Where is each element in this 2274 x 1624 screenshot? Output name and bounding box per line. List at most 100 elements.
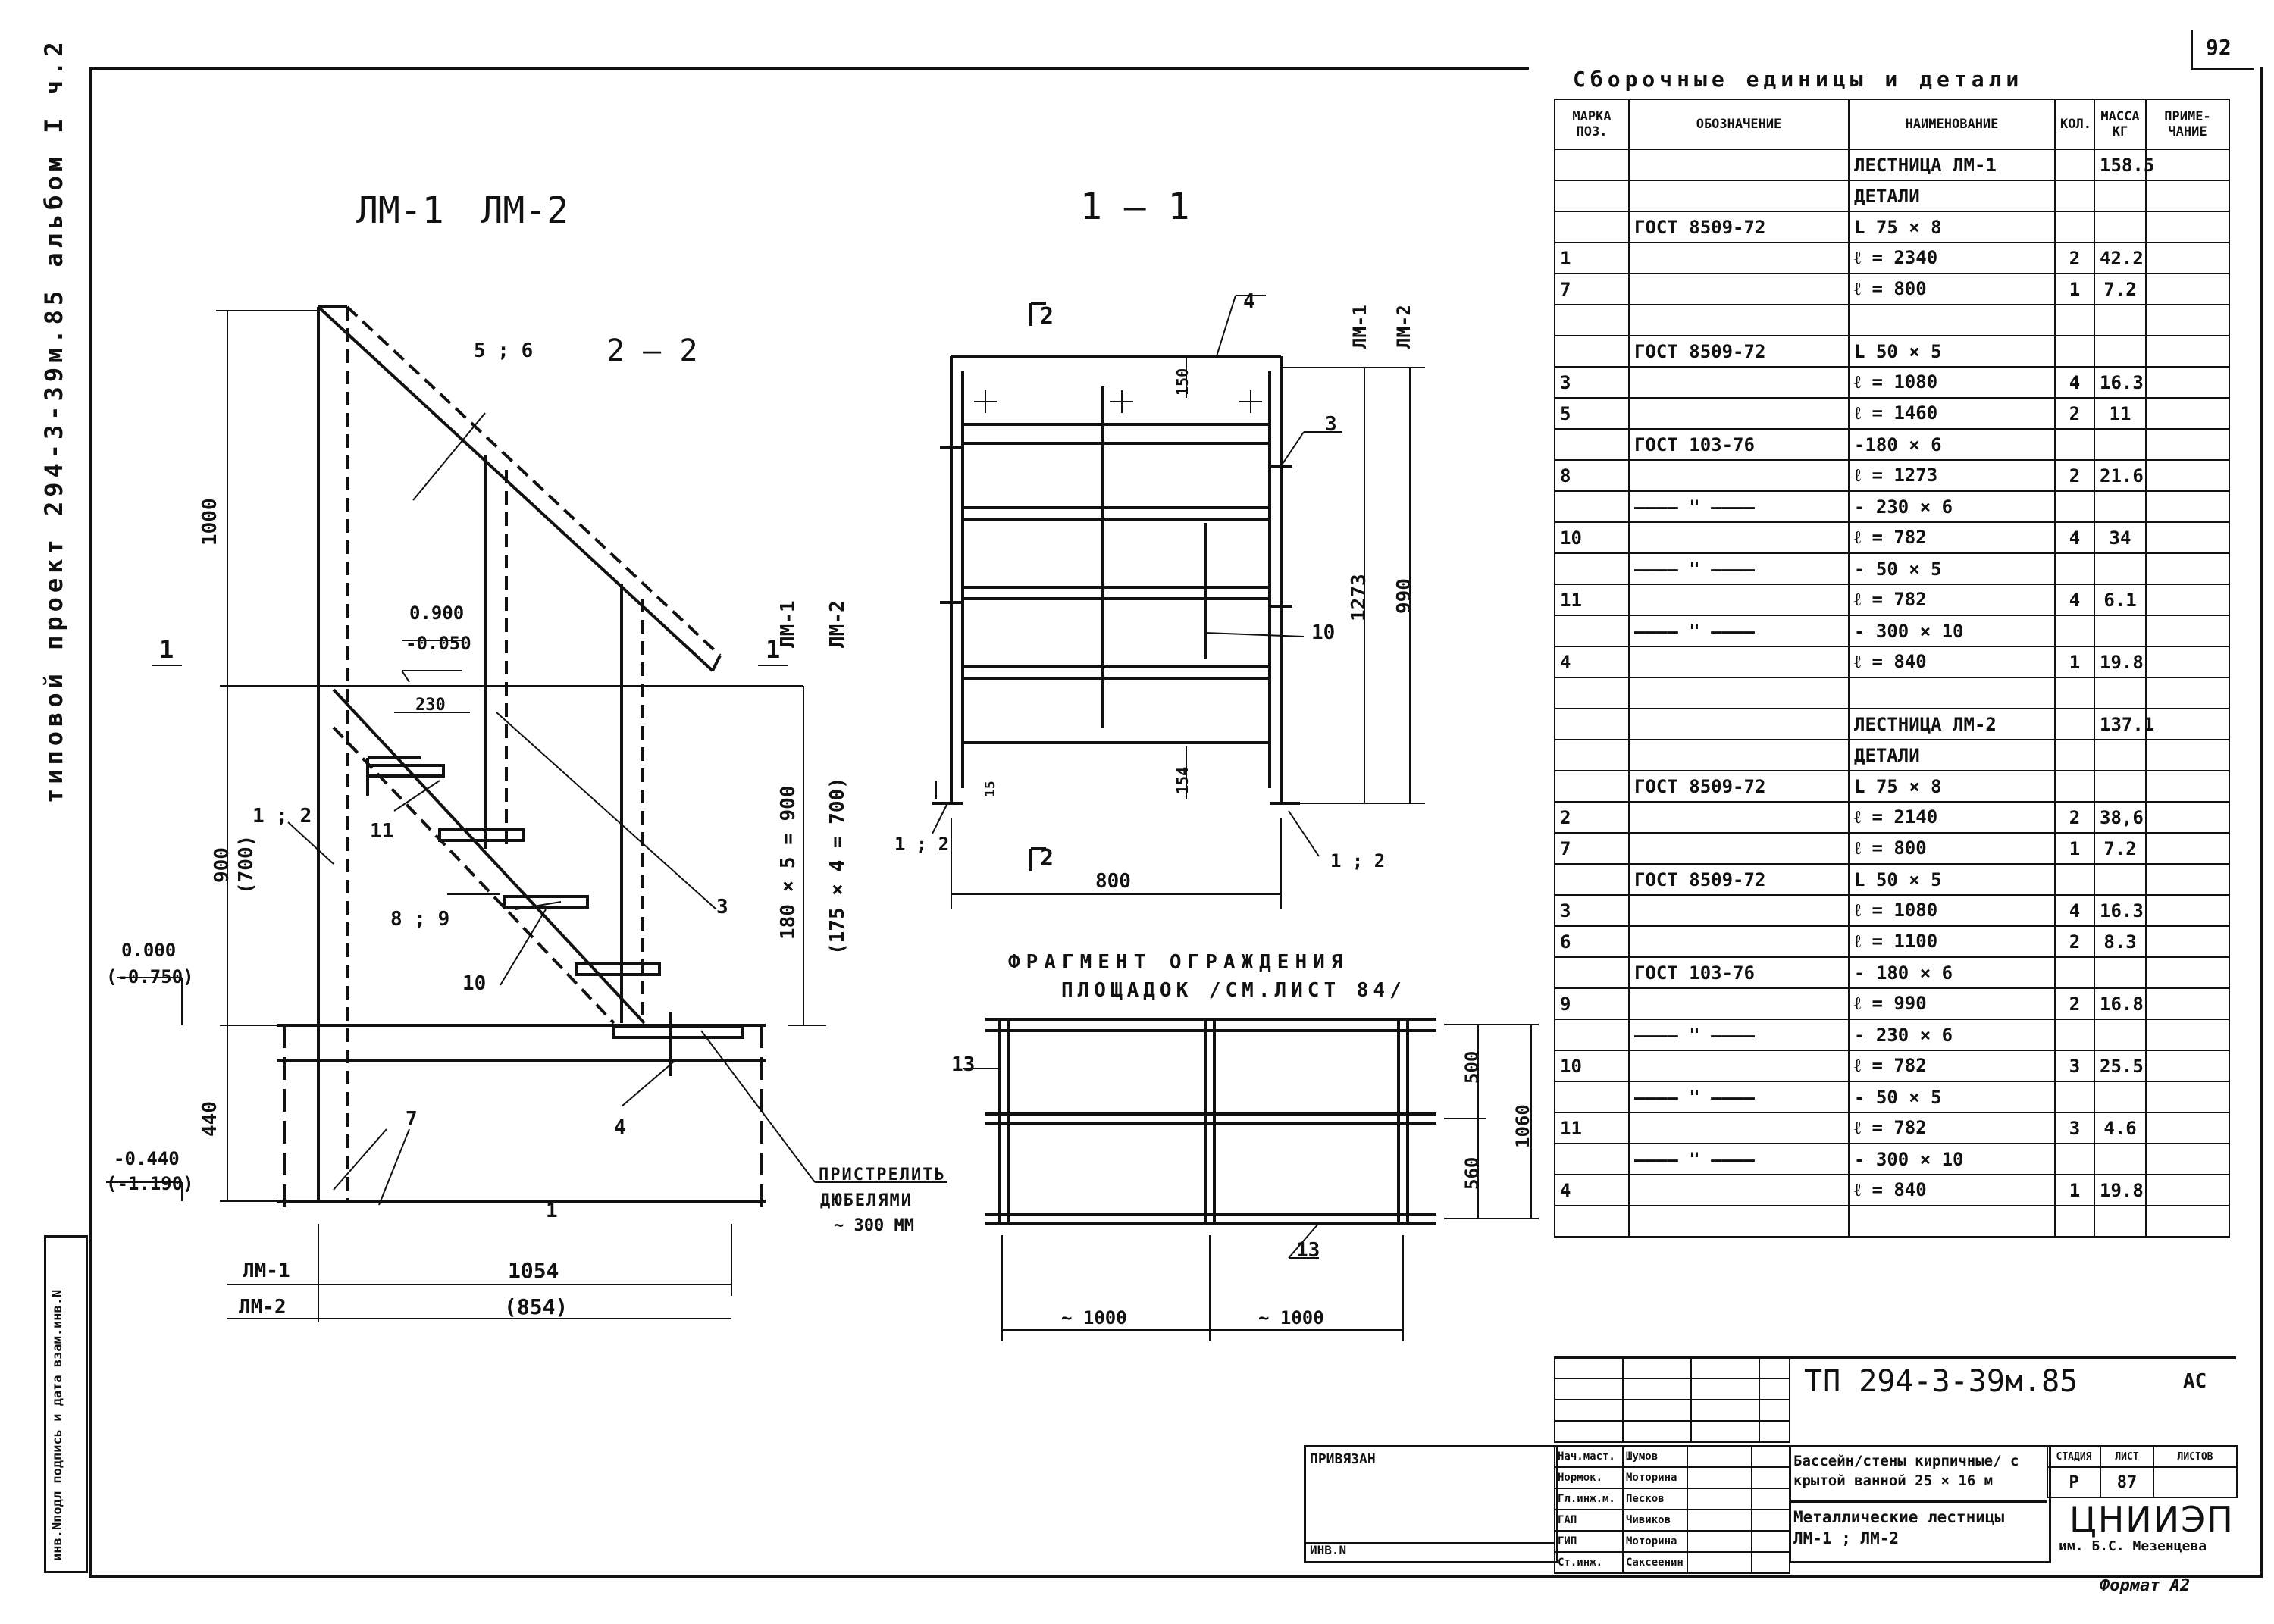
bom-cell — [2145, 397, 2230, 430]
bom-cell: 11 — [1554, 1112, 1630, 1144]
bom-cell — [2145, 211, 2230, 243]
bom-header-2: НАИМЕНОВАНИЕ — [1848, 99, 2056, 150]
bom-cell — [2145, 273, 2230, 305]
bom-cell — [2145, 615, 2230, 647]
bom-cell: L 75 × 8 — [1848, 770, 2056, 803]
signature-role: ГАП — [1554, 1509, 1624, 1532]
bom-cell — [2054, 490, 2095, 523]
bom-cell: - 300 × 10 — [1848, 615, 2056, 647]
bom-cell — [1554, 211, 1630, 243]
bom-cell — [1628, 708, 1850, 740]
anchor-note-1: ПРИСТРЕЛИТЬ — [819, 1166, 946, 1184]
bom-cell — [1554, 304, 1630, 336]
bom-cell — [1554, 490, 1630, 523]
bom-cell — [1848, 677, 2056, 709]
bom-cell — [2145, 428, 2230, 461]
bom-cell: 34 — [2094, 521, 2147, 554]
bom-cell — [2145, 646, 2230, 678]
bom-cell — [2145, 304, 2230, 336]
bom-cell — [2054, 956, 2095, 989]
dim-800: 800 — [1095, 870, 1131, 893]
bom-cell — [1628, 1174, 1850, 1206]
bom-cell: ℓ = 782 — [1848, 521, 2056, 554]
bom-cell: ГОСТ 8509-72 — [1628, 770, 1850, 803]
bom-cell: - 180 × 6 — [1848, 956, 2056, 989]
bom-cell — [2145, 149, 2230, 181]
dim-15: 15 — [982, 781, 998, 797]
bom-cell: ———— " ———— — [1628, 490, 1850, 523]
bom-cell — [1554, 149, 1630, 181]
bom-row: ———— " ————- 230 × 6 — [1554, 1019, 2230, 1051]
bom-cell — [1554, 1081, 1630, 1113]
bom-cell — [1848, 304, 2056, 336]
bom-cell — [2145, 863, 2230, 896]
bom-cell: - 50 × 5 — [1848, 552, 2056, 585]
mark-5-6: 5 ; 6 — [474, 340, 534, 362]
dim-990: 990 — [1393, 578, 1416, 614]
mark-10-section: 10 — [1311, 621, 1336, 644]
dim-1000: 1000 — [199, 498, 221, 546]
bom-cell: 4 — [1554, 646, 1630, 678]
bom-cell — [1628, 987, 1850, 1020]
bom-cell: ———— " ———— — [1628, 552, 1850, 585]
revision-grid — [1554, 1356, 1790, 1443]
bom-cell — [2054, 1019, 2095, 1051]
mark-1-2-section-right: 1 ; 2 — [1330, 850, 1386, 871]
bom-cell: 7 — [1554, 832, 1630, 865]
bom-cell: ℓ = 840 — [1848, 646, 2056, 678]
dim-1060: 1060 — [1512, 1104, 1533, 1148]
railing-fragment — [985, 1018, 1436, 1225]
dim-lm2-section: ЛМ-2 — [1393, 305, 1414, 349]
bom-cell: ———— " ———— — [1628, 1019, 1850, 1051]
bom-row: ДЕТАЛИ — [1554, 739, 2230, 771]
bom-cell: 7.2 — [2094, 832, 2147, 865]
bom-cell — [1554, 1205, 1630, 1238]
bom-cell — [2145, 335, 2230, 368]
bom-cell — [1628, 521, 1850, 554]
tb-inv: ИНВ.N — [1310, 1543, 1347, 1557]
level-0750: (-0.750) — [106, 966, 194, 987]
bom-cell — [2094, 304, 2147, 336]
bom-cell — [2145, 1174, 2230, 1206]
dim-1000-right: ~ 1000 — [1258, 1307, 1324, 1328]
bom-cell — [2054, 863, 2095, 896]
bom-cell — [2054, 335, 2095, 368]
signature-row: Нач.маст.Шумов — [1554, 1445, 1790, 1468]
bom-row: ———— " ————- 50 × 5 — [1554, 1081, 2230, 1113]
signature-date — [1751, 1466, 1790, 1489]
page-number: 92 — [2206, 35, 2232, 60]
signature-role: Гл.инж.м. — [1554, 1488, 1624, 1510]
bom-cell — [1554, 552, 1630, 585]
stair-elevation — [277, 305, 766, 1213]
dim-440: 440 — [199, 1101, 221, 1137]
bom-row — [1554, 677, 2230, 709]
signature-name: Песков — [1622, 1488, 1688, 1510]
bom-cell — [1554, 739, 1630, 771]
bom-cell — [2054, 1205, 2095, 1238]
bom-cell — [2054, 708, 2095, 740]
signature-mark — [1687, 1530, 1752, 1553]
bom-cell — [2094, 615, 2147, 647]
bom-cell — [2054, 552, 2095, 585]
dim-lm1-section: ЛМ-1 — [1349, 305, 1370, 349]
bom-cell: 16.3 — [2094, 894, 2147, 927]
bom-cell — [2054, 304, 2095, 336]
hdr-sheet: ЛИСТ — [2100, 1445, 2154, 1468]
level-0000: 0.000 — [121, 940, 177, 961]
bom-cell: 11 — [2094, 397, 2147, 430]
bom-cell: ГОСТ 8509-72 — [1628, 863, 1850, 896]
section-mark-1-left: 1 — [159, 635, 174, 664]
bom-cell — [2094, 739, 2147, 771]
bom-cell — [1554, 428, 1630, 461]
dim-230: 230 — [415, 696, 446, 715]
bom-cell: 19.8 — [2094, 1174, 2147, 1206]
bom-cell — [2054, 739, 2095, 771]
